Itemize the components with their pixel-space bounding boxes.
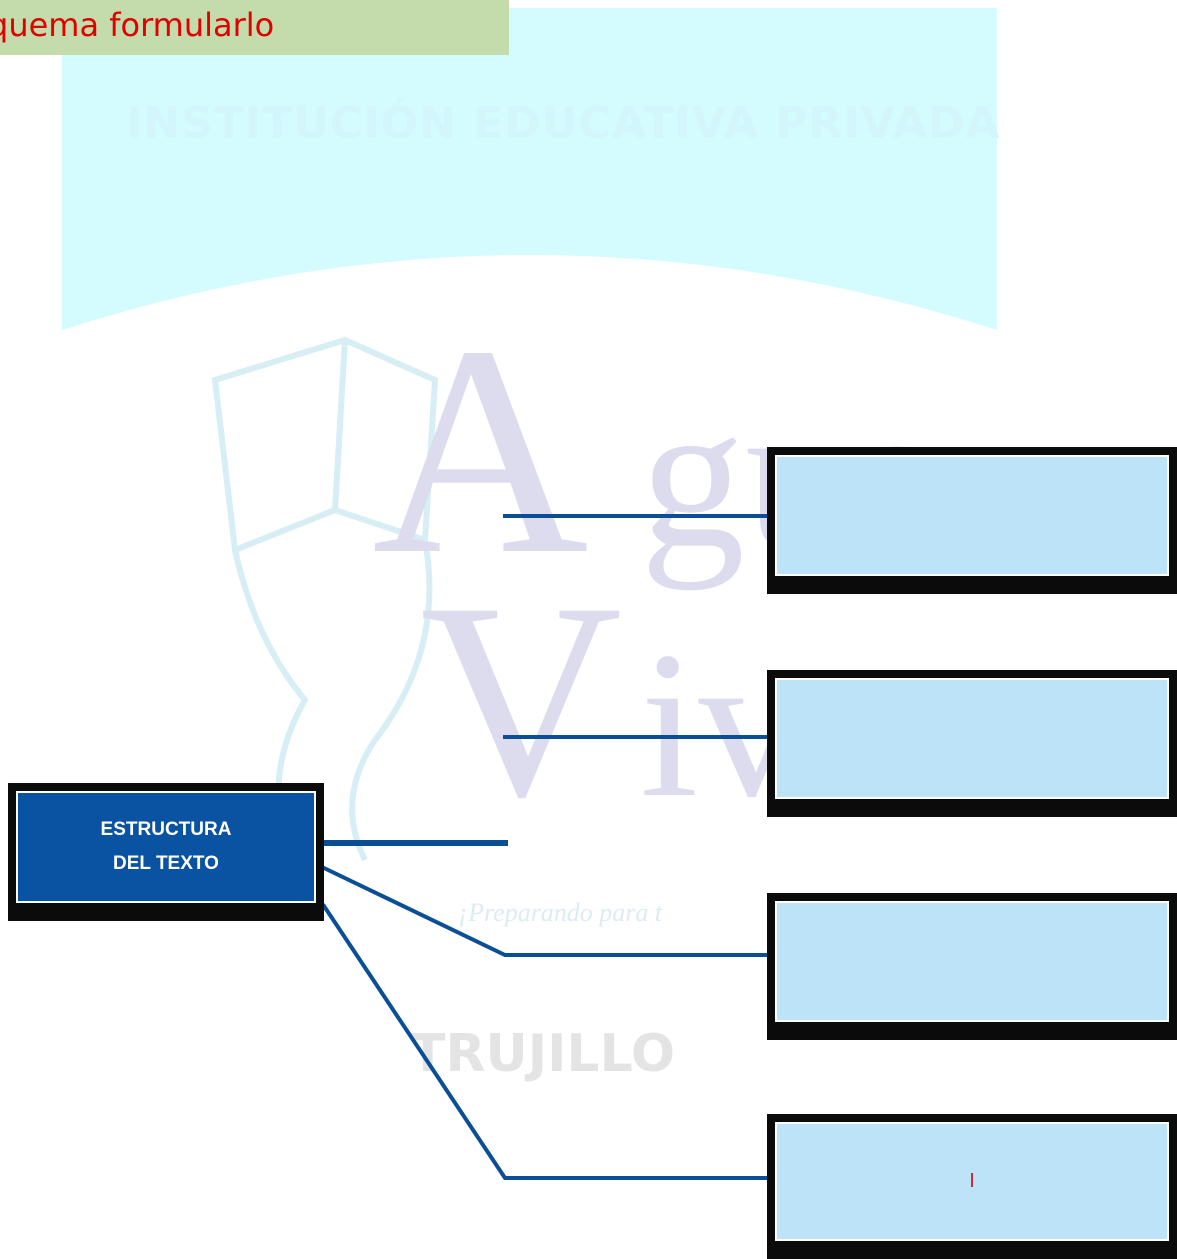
watermark-institution: INSTITUCIÓN EDUCATIVA PRIVADA	[126, 98, 1001, 149]
leaf-box-4-label: I	[969, 1170, 975, 1192]
leaf-box-3[interactable]	[767, 893, 1177, 1040]
main-box-inner: ESTRUCTURA DEL TEXTO	[16, 791, 316, 903]
header-bar: quema formularlo	[0, 0, 509, 55]
leaf-box-2[interactable]	[767, 670, 1177, 817]
watermark-book-icon	[211, 336, 439, 862]
watermark-letter-a: A	[372, 284, 589, 616]
main-box-label: ESTRUCTURA DEL TEXTO	[100, 819, 232, 874]
watermark-tagline: ¡Preparando para t	[458, 898, 663, 927]
watermark-city: TRUJILLO	[410, 1024, 676, 1084]
leaf-box-4[interactable]: I	[767, 1114, 1177, 1259]
connector-3	[321, 865, 777, 957]
watermark-banner	[62, 8, 997, 330]
header-title: quema formularlo	[0, 6, 275, 44]
main-box: ESTRUCTURA DEL TEXTO	[8, 783, 324, 921]
watermark-letter-v: V	[420, 544, 623, 855]
connector-4	[321, 903, 777, 1180]
leaf-box-1[interactable]	[767, 447, 1177, 594]
